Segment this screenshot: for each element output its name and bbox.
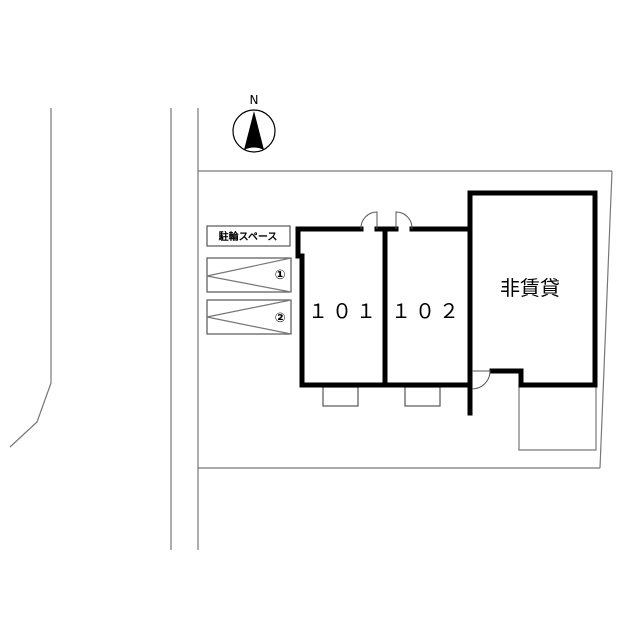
door-non-rental [471,370,491,390]
step-101 [322,386,359,407]
bicycle-parking-label: 駐輪スペース [219,230,278,243]
parking-space-2 [206,299,292,335]
parking-space-2-label: ② [274,311,285,326]
parking-space-1-label: ① [274,268,285,283]
lot-line-east [599,170,613,469]
non-rental-label: 非賃貸 [500,276,560,300]
yard-enclosure [518,385,597,451]
unit-102-label: １０２ [391,299,463,323]
road-edge-left [9,108,52,448]
bicycle-parking-box [206,225,291,247]
door-102 [395,211,413,230]
building-walls [295,190,598,416]
unit-101-label: １０１ [308,299,380,323]
parking-space-1 [206,257,292,293]
door-101 [360,211,378,230]
north-arrow-icon [232,109,276,153]
compass-label: N [250,93,259,107]
step-102 [404,386,441,407]
